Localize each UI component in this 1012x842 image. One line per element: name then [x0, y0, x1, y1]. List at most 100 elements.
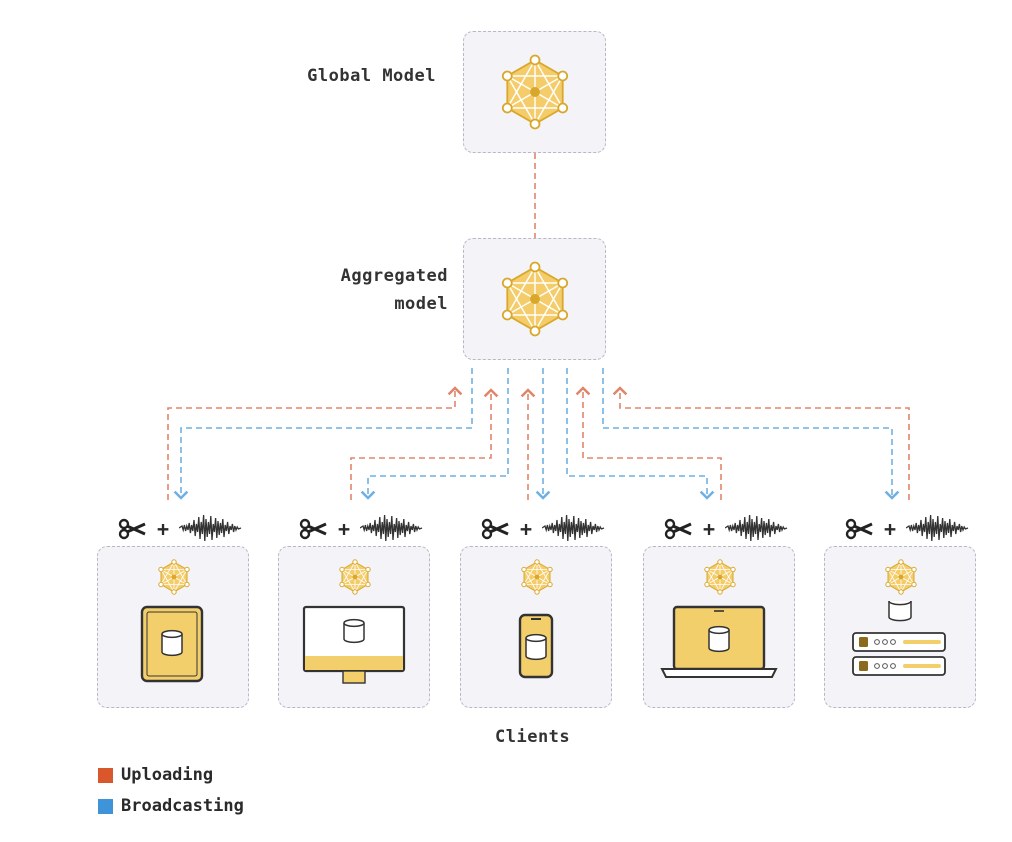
network-node: [898, 559, 904, 565]
network-edge: [341, 569, 356, 593]
network-node: [521, 566, 527, 573]
client-device: [98, 601, 248, 705]
network-edge: [719, 569, 734, 593]
network-node: [885, 581, 891, 588]
client-input-row: +: [117, 513, 257, 545]
upload-line-client-1: [167, 386, 463, 500]
network-node: [534, 559, 540, 565]
client-device: [461, 601, 611, 705]
network-node: [501, 102, 513, 114]
network-node: [365, 581, 371, 588]
database-icon: [888, 596, 912, 622]
network-node: [557, 70, 569, 82]
database-icon: [161, 629, 183, 657]
network-center-node: [534, 574, 540, 580]
broadcast-line-client-2: [360, 368, 509, 500]
network-node: [529, 325, 541, 337]
global-model-box: [463, 31, 606, 153]
network-edge: [900, 569, 915, 593]
local-model-icon: [885, 559, 917, 595]
client-box-5: [824, 546, 976, 708]
network-edge: [160, 561, 175, 585]
network-edge: [523, 569, 538, 593]
aggregated-model-box: [463, 238, 606, 360]
network-node: [529, 118, 541, 130]
network-edge: [523, 561, 538, 585]
network-edge: [506, 282, 536, 332]
audio-waveform-icon: [360, 514, 423, 542]
network-node: [501, 70, 513, 82]
scissors-icon: [481, 518, 509, 540]
network-node: [717, 589, 723, 595]
client-device: [279, 601, 429, 705]
network-node: [885, 566, 891, 573]
network-node: [557, 102, 569, 114]
upload-line-client-2: [350, 388, 499, 500]
network-edge: [160, 569, 175, 593]
audio-waveform-icon: [179, 514, 242, 542]
plus-sign: +: [884, 517, 897, 541]
network-node: [171, 589, 177, 595]
network-node: [339, 566, 345, 573]
audio-waveform-icon: [542, 514, 605, 542]
network-center-node: [717, 574, 723, 580]
network-edge: [706, 569, 721, 593]
legend-uploading-label: Uploading: [121, 765, 214, 785]
network-node: [547, 566, 553, 573]
client-device: [644, 601, 794, 705]
network-edge: [534, 75, 564, 125]
legend-broadcasting: Broadcasting: [98, 796, 244, 816]
desktop-monitor-icon: [302, 605, 406, 684]
global-model-label: Global Model: [307, 66, 436, 86]
network-node: [547, 581, 553, 588]
network-node: [158, 566, 164, 573]
client-box-1: [97, 546, 249, 708]
local-model-icon: [339, 559, 371, 595]
network-edge: [719, 561, 734, 585]
network-edge: [536, 561, 551, 585]
network-center-node: [352, 574, 358, 580]
network-node: [911, 566, 917, 573]
network-node: [534, 589, 540, 595]
plus-sign: +: [157, 517, 170, 541]
network-node: [184, 581, 190, 588]
client-box-2: [278, 546, 430, 708]
scissors-icon: [845, 518, 873, 540]
network-node: [158, 581, 164, 588]
network-node: [704, 581, 710, 588]
network-edge: [887, 569, 902, 593]
network-center-node: [530, 87, 540, 97]
network-node: [339, 581, 345, 588]
network-edge: [506, 266, 536, 316]
broadcast-line-client-4: [566, 368, 715, 500]
local-model-icon: [521, 559, 553, 595]
network-node: [557, 309, 569, 321]
network-edge: [534, 59, 564, 109]
local-model-icon: [704, 559, 736, 595]
network-center-node: [171, 574, 177, 580]
aggregated-model-label: Aggregated model: [250, 262, 448, 318]
network-node: [730, 581, 736, 588]
clients-label: Clients: [495, 727, 571, 747]
neural-network-icon: [501, 261, 569, 337]
network-node: [704, 566, 710, 573]
local-model-icon: [158, 559, 190, 595]
client-device: [825, 596, 975, 705]
scissors-icon: [664, 518, 692, 540]
network-node: [501, 309, 513, 321]
network-node: [529, 261, 541, 273]
plus-sign: +: [703, 517, 716, 541]
network-edge: [900, 561, 915, 585]
network-node: [501, 277, 513, 289]
server-unit: [852, 656, 946, 676]
network-node: [911, 581, 917, 588]
client-box-3: [460, 546, 612, 708]
upload-line-client-4: [575, 386, 722, 500]
network-node: [352, 589, 358, 595]
network-node: [529, 54, 541, 66]
network-node: [898, 589, 904, 595]
network-edge: [536, 569, 551, 593]
database-icon: [343, 618, 365, 644]
server-rack-icon: [852, 596, 946, 676]
